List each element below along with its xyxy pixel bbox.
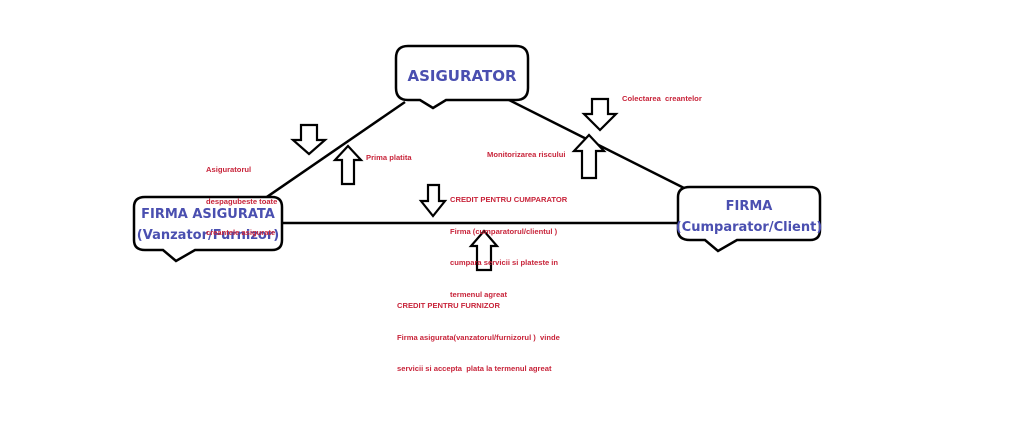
annotation-line: creantele asigurate [206,228,276,237]
buyer-company-line2: (Cumparator/Client) [676,220,823,235]
insured-company-bubble [132,195,284,263]
annotation-buyer-credit: CREDIT PENTRU CUMPARATOR Firma (cumparat… [450,174,567,311]
annotation-insurer-pays: Asiguratorul despagubeste toate creantel… [206,144,277,249]
node-buyer-company[interactable]: FIRMA (Cumparator/Client) [676,185,823,253]
annotation-risk-monitoring: Monitorizarea riscului [487,150,566,159]
annotation-line: Asiguratorul [206,165,252,174]
insured-company-line1: FIRMA ASIGURATA [141,207,275,222]
arrow-down-icon [290,123,328,156]
arrow-down-icon [581,97,619,132]
line-insurer-insured [244,100,406,214]
arrow-down-icon [418,183,448,218]
annotation-line: cumpara servicii si plateste in [450,258,559,267]
annotation-line: servicii si accepta plata la termenul ag… [397,364,552,373]
insurer-label: ASIGURATOR [407,67,516,85]
annotation-premium-paid: Prima platita [366,153,412,162]
annotation-line: Firma asigurata(vanzatorul/furnizorul ) … [397,332,560,342]
annotation-title: CREDIT PENTRU FURNIZOR [397,301,500,310]
node-insurer[interactable]: ASIGURATOR [394,44,530,110]
annotation-line: Firma (cumparatorul/clientul ) [450,226,558,236]
insurer-bubble [394,44,530,110]
buyer-company-bubble [676,185,822,253]
annotation-debt-collection: Colectarea creantelor [622,94,702,103]
annotation-line: termenul agreat [450,289,507,299]
annotation-title: CREDIT PENTRU CUMPARATOR [450,195,568,204]
annotation-line: despagubeste toate [206,196,278,206]
annotation-supplier-credit: CREDIT PENTRU FURNIZOR Firma asigurata(v… [397,280,560,385]
arrow-up-icon [571,133,607,180]
arrow-up-icon [332,144,364,186]
node-insured-company[interactable]: FIRMA ASIGURATA (Vanzator/Furnizor) [132,195,284,263]
arrow-up-icon [468,229,500,272]
buyer-company-line1: FIRMA [726,199,773,214]
insured-company-line2: (Vanzator/Furnizor) [137,228,279,243]
